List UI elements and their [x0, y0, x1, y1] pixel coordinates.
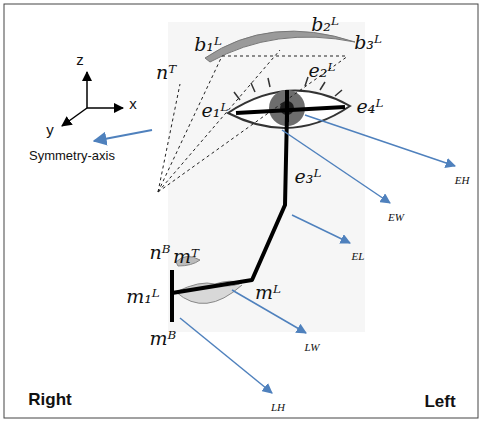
measure-label: LH [271, 401, 285, 413]
landmark-label: mᴸ [255, 282, 281, 303]
side-label: Right [28, 391, 71, 410]
measure-label: EW [388, 211, 404, 223]
landmark-label: b₁ᴸ [194, 34, 222, 55]
landmark-label: mᵀ [173, 246, 199, 267]
landmark-label: e₃ᴸ [295, 166, 322, 187]
axis-label: z [76, 52, 84, 69]
landmark-label: b₃ᴸ [354, 32, 382, 53]
axis-label: Symmetry-axis [29, 149, 115, 163]
measure-label: EL [352, 250, 365, 262]
landmark-label: e₄ᴸ [357, 96, 384, 117]
landmark-label: mᴮ [150, 328, 177, 349]
landmark-label: e₁ᴸ [202, 100, 229, 121]
landmark-label: b₂ᴸ [311, 14, 339, 35]
landmark-label: m₁ᴸ [126, 286, 160, 307]
measure-label: EH [455, 174, 470, 186]
measure-label: LW [305, 341, 320, 353]
landmark-label: nᴮ [149, 242, 170, 263]
landmark-label: nᵀ [156, 62, 176, 83]
axis-label: y [46, 122, 54, 139]
landmark-label: e₂ᴸ [309, 60, 336, 81]
axis-label: x [129, 96, 137, 113]
side-label: Left [424, 393, 455, 412]
